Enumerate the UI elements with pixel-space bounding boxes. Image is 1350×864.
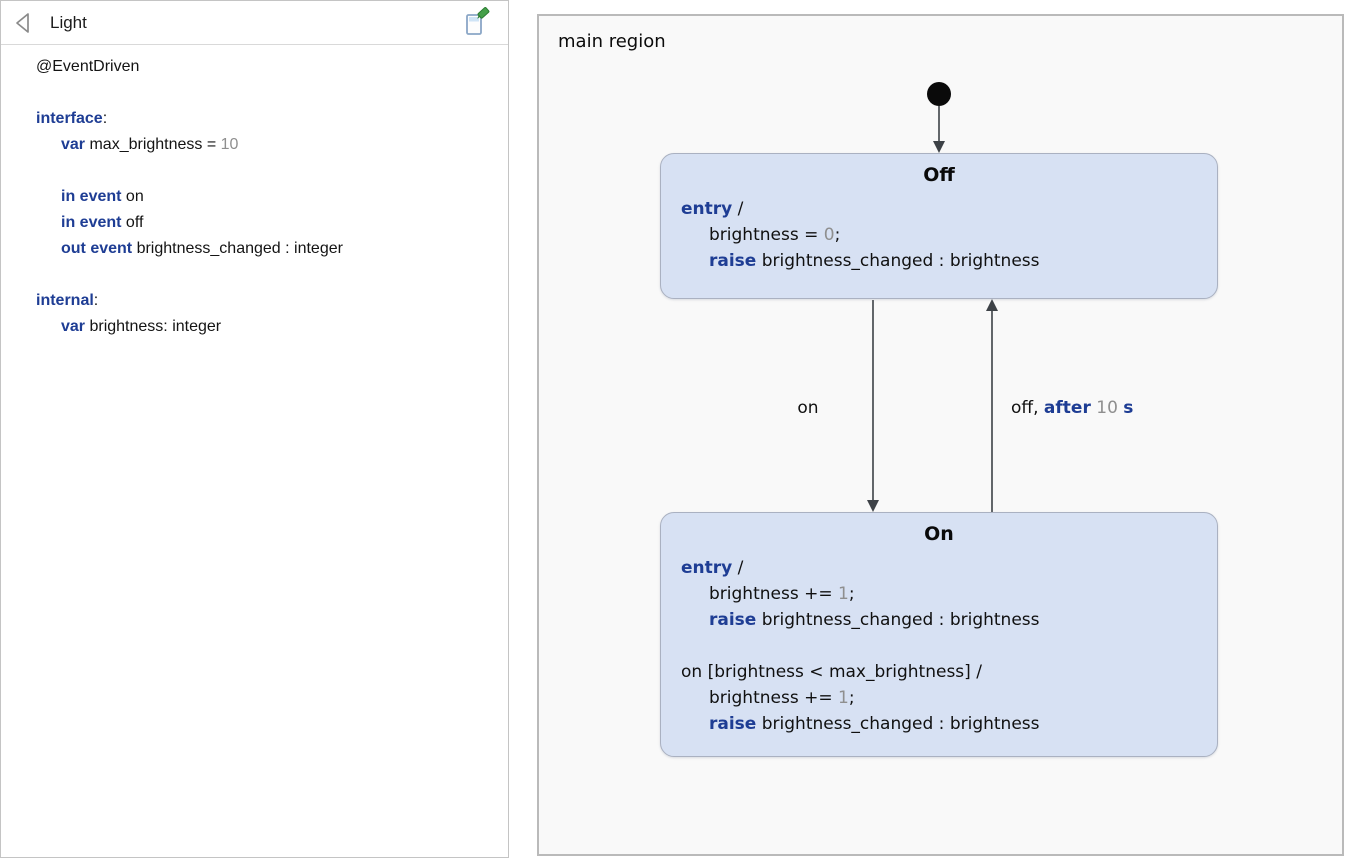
edit-definition-icon[interactable] <box>460 6 492 39</box>
state-on[interactable]: On entry /brightness += 1;raise brightne… <box>660 512 1218 757</box>
transition-off-line[interactable] <box>986 299 998 512</box>
state-on-behavior: entry /brightness += 1;raise brightness_… <box>681 558 1040 734</box>
state-off-behavior: entry /brightness = 0;raise brightness_c… <box>681 199 1040 271</box>
transition-on-line[interactable] <box>867 300 879 512</box>
state-off-title: Off <box>923 164 955 186</box>
transition-on-label[interactable]: on <box>797 398 819 418</box>
definition-panel-header: Light <box>1 1 508 45</box>
collapse-left-icon[interactable] <box>11 9 37 37</box>
diagram-canvas[interactable]: main region Off entry /brightness = 0;ra… <box>537 14 1344 856</box>
definition-panel: Light @EventDriven interface:var max_bri… <box>0 0 509 858</box>
region-label: main region <box>558 31 666 52</box>
initial-state-dot[interactable] <box>927 82 951 153</box>
state-on-title: On <box>924 523 954 545</box>
state-off[interactable]: Off entry /brightness = 0;raise brightne… <box>660 153 1218 299</box>
transition-off-label[interactable]: off, after 10 s <box>1011 398 1134 418</box>
definition-code[interactable]: @EventDriven interface:var max_brightnes… <box>36 58 343 335</box>
statechart-title: Light <box>50 12 87 32</box>
transitions-layer <box>867 82 998 512</box>
